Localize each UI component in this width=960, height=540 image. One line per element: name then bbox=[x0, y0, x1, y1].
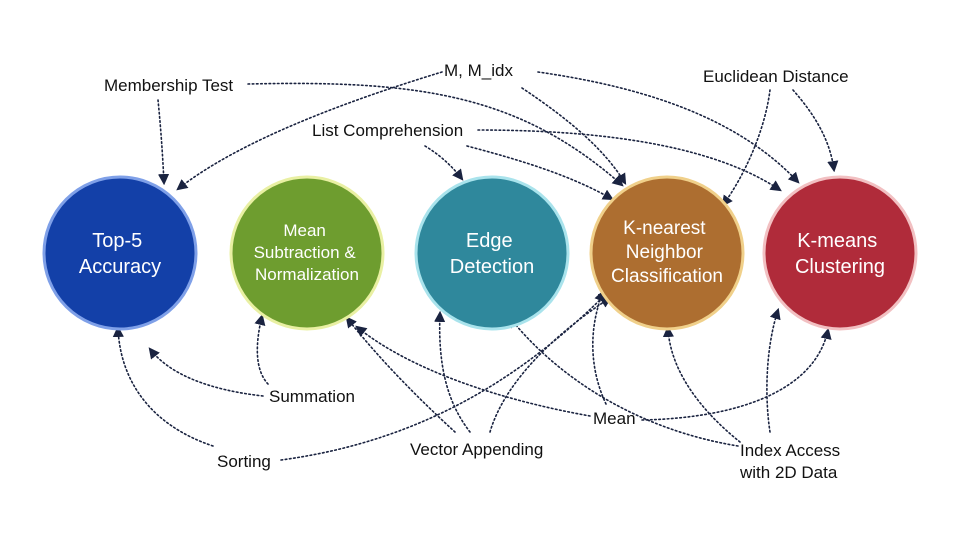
edge-vecappend-edge bbox=[434, 310, 471, 433]
node-kmeans-line2: Clustering bbox=[795, 256, 885, 278]
node-meansub-line1: Mean bbox=[283, 221, 326, 240]
node-meansub-line3: Normalization bbox=[255, 265, 359, 284]
edge-midx-knn bbox=[521, 87, 627, 185]
edge-index-kmeans bbox=[766, 307, 781, 433]
edge-index-edge bbox=[508, 316, 739, 447]
node-top5-line2: Accuracy bbox=[79, 256, 161, 278]
concept-sorting: Sorting bbox=[217, 452, 271, 471]
edge-summation-top5 bbox=[148, 347, 264, 397]
edge-listcomp-knn bbox=[466, 145, 614, 201]
concept-index-line1: Index Access bbox=[740, 441, 840, 460]
svg-text:Top-5 Accuracy: Top-5 Accuracy bbox=[79, 230, 161, 278]
edge-sorting-knn bbox=[280, 290, 610, 461]
edge-membership-knn bbox=[247, 82, 624, 187]
node-knn-line2: Neighbor bbox=[626, 242, 704, 263]
node-top5: Top-5 Accuracy bbox=[42, 175, 198, 331]
node-knn-circle bbox=[589, 175, 745, 331]
concept-summation: Summation bbox=[269, 387, 355, 406]
edges bbox=[112, 71, 839, 461]
edge-euclid-kmeans bbox=[792, 89, 839, 173]
edge-mean-meansub bbox=[355, 325, 591, 417]
edge-listcomp-edge bbox=[424, 145, 464, 181]
node-kmeans-line1: K-means bbox=[797, 230, 877, 252]
node-knn-line1: K-nearest bbox=[623, 218, 706, 239]
concept-index: Index Access with 2D Data bbox=[739, 441, 845, 482]
edge-sorting-top5 bbox=[112, 325, 214, 447]
edge-summation-meansub bbox=[254, 313, 269, 385]
node-top5-line1: Top-5 bbox=[92, 230, 142, 252]
node-kmeans-circle bbox=[762, 175, 918, 331]
node-edgedet-line1: Edge bbox=[466, 230, 513, 252]
svg-text:Mean Subtraction &: Mean Subtraction & Normalization bbox=[254, 221, 361, 284]
node-knn-line3: Classification bbox=[611, 266, 723, 287]
edge-midx-top5 bbox=[176, 71, 443, 191]
edge-mean-knn bbox=[592, 289, 607, 405]
node-top5-circle bbox=[42, 175, 198, 331]
edge-membership-top5 bbox=[157, 99, 170, 186]
edge-vecappend-knn bbox=[489, 296, 612, 433]
svg-text:K-means Clustering: K-means Clustering bbox=[795, 230, 885, 278]
node-knn: K-nearest Neighbor Classification bbox=[589, 175, 745, 331]
edge-euclid-knn bbox=[721, 89, 771, 207]
svg-text:Edge Detection: Edge Detection bbox=[450, 230, 535, 278]
node-meansub: Mean Subtraction & Normalization bbox=[229, 175, 385, 331]
edge-index-knn bbox=[662, 325, 741, 443]
concept-euclid: Euclidean Distance bbox=[703, 67, 849, 86]
node-edgedet: Edge Detection bbox=[414, 175, 570, 331]
node-meansub-line2: Subtraction & bbox=[254, 243, 357, 262]
node-edgedet-line2: Detection bbox=[450, 256, 535, 278]
concept-membership: Membership Test bbox=[104, 76, 233, 95]
concept-midx: M, M_idx bbox=[444, 61, 513, 80]
edge-midx-kmeans bbox=[537, 71, 800, 184]
edge-listcomp-kmeans bbox=[477, 129, 782, 192]
concept-labels: Membership Test M, M_idx Euclidean Dista… bbox=[104, 61, 849, 482]
node-meansub-circle bbox=[229, 175, 385, 331]
concept-listcomp: List Comprehension bbox=[312, 121, 463, 140]
concept-index-line2: with 2D Data bbox=[739, 463, 838, 482]
concept-vecappend: Vector Appending bbox=[410, 440, 543, 459]
concept-mean: Mean bbox=[593, 409, 636, 428]
svg-text:K-nearest Neighbor: K-nearest Neighbor Classification bbox=[611, 218, 723, 287]
node-kmeans: K-means Clustering bbox=[762, 175, 918, 331]
node-edgedet-circle bbox=[414, 175, 570, 331]
